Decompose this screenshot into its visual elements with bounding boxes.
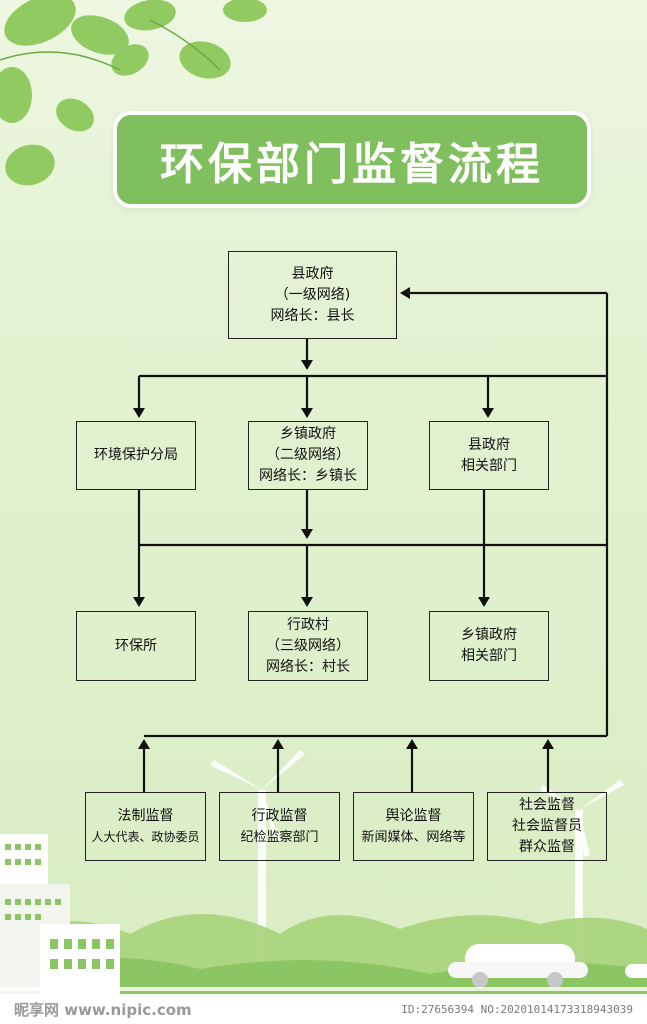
node-env-bureau: 环境保护分局 — [76, 421, 196, 490]
node-county-gov-line-1: 县政府 — [291, 265, 334, 282]
node-township-depts: 乡镇政府 相关部门 — [429, 611, 549, 681]
node-legal-supervision: 法制监督 人大代表、政协委员 — [85, 792, 206, 861]
watermark-footer: 昵享网 www.nipic.com ID:27656394 NO:2020101… — [0, 994, 647, 1024]
node-township-gov-line-1: 乡镇政府 — [280, 426, 336, 442]
node-social-supervision-line-2: 社会监督员 — [512, 818, 582, 834]
node-admin-village-line-1: 行政村 — [287, 616, 329, 633]
node-county-depts-line-1: 县政府 — [468, 436, 510, 453]
node-township-gov-line-2: （二级网络） — [266, 447, 350, 463]
node-township-gov-line-3: 网络长：乡镇长 — [259, 468, 357, 484]
leaves-decoration — [0, 0, 267, 186]
watermark-site: 昵享网 www.nipic.com — [14, 1000, 192, 1019]
watermark-id: ID:27656394 NO:20201014173318943039 — [401, 1002, 633, 1016]
node-county-depts: 县政府 相关部门 — [429, 421, 549, 490]
node-county-gov-line-2: （一级网络) — [274, 286, 351, 303]
node-env-station-line-1: 环保所 — [115, 637, 157, 654]
node-township-depts-line-1: 乡镇政府 — [461, 627, 517, 643]
node-township-depts-line-2: 相关部门 — [461, 648, 517, 664]
node-admin-village-line-2: （三级网络） — [266, 637, 350, 654]
node-env-bureau-line-1: 环境保护分局 — [94, 447, 178, 463]
node-county-gov: 县政府 （一级网络) 网络长：县长 — [228, 251, 397, 339]
node-opinion-supervision: 舆论监督 新闻媒体、网络等 — [353, 792, 474, 861]
node-admin-village-line-3: 网络长：村长 — [266, 658, 350, 675]
page-title: 环保部门监督流程 — [160, 138, 544, 190]
node-township-gov: 乡镇政府 （二级网络） 网络长：乡镇长 — [248, 421, 368, 490]
node-env-station: 环保所 — [76, 611, 196, 681]
node-opinion-supervision-line-1: 舆论监督 — [385, 807, 442, 824]
node-admin-supervision-line-1: 行政监督 — [251, 807, 308, 824]
node-opinion-supervision-line-2: 新闻媒体、网络等 — [361, 829, 466, 845]
node-social-supervision-line-1: 社会监督 — [519, 797, 575, 813]
node-legal-supervision-line-1: 法制监督 — [117, 807, 174, 824]
node-social-supervision-line-3: 群众监督 — [519, 839, 575, 855]
wind-turbine-decoration — [210, 750, 624, 960]
node-county-depts-line-2: 相关部门 — [461, 457, 517, 474]
node-legal-supervision-line-2: 人大代表、政协委员 — [91, 829, 200, 844]
node-admin-village: 行政村 （三级网络） 网络长：村长 — [248, 611, 368, 681]
node-admin-supervision: 行政监督 纪检监察部门 — [219, 792, 340, 861]
node-county-gov-line-3: 网络长：县长 — [270, 307, 355, 324]
node-admin-supervision-line-2: 纪检监察部门 — [240, 829, 319, 845]
title-banner: 环保部门监督流程 — [113, 111, 591, 208]
node-social-supervision: 社会监督 社会监督员 群众监督 — [487, 792, 607, 861]
